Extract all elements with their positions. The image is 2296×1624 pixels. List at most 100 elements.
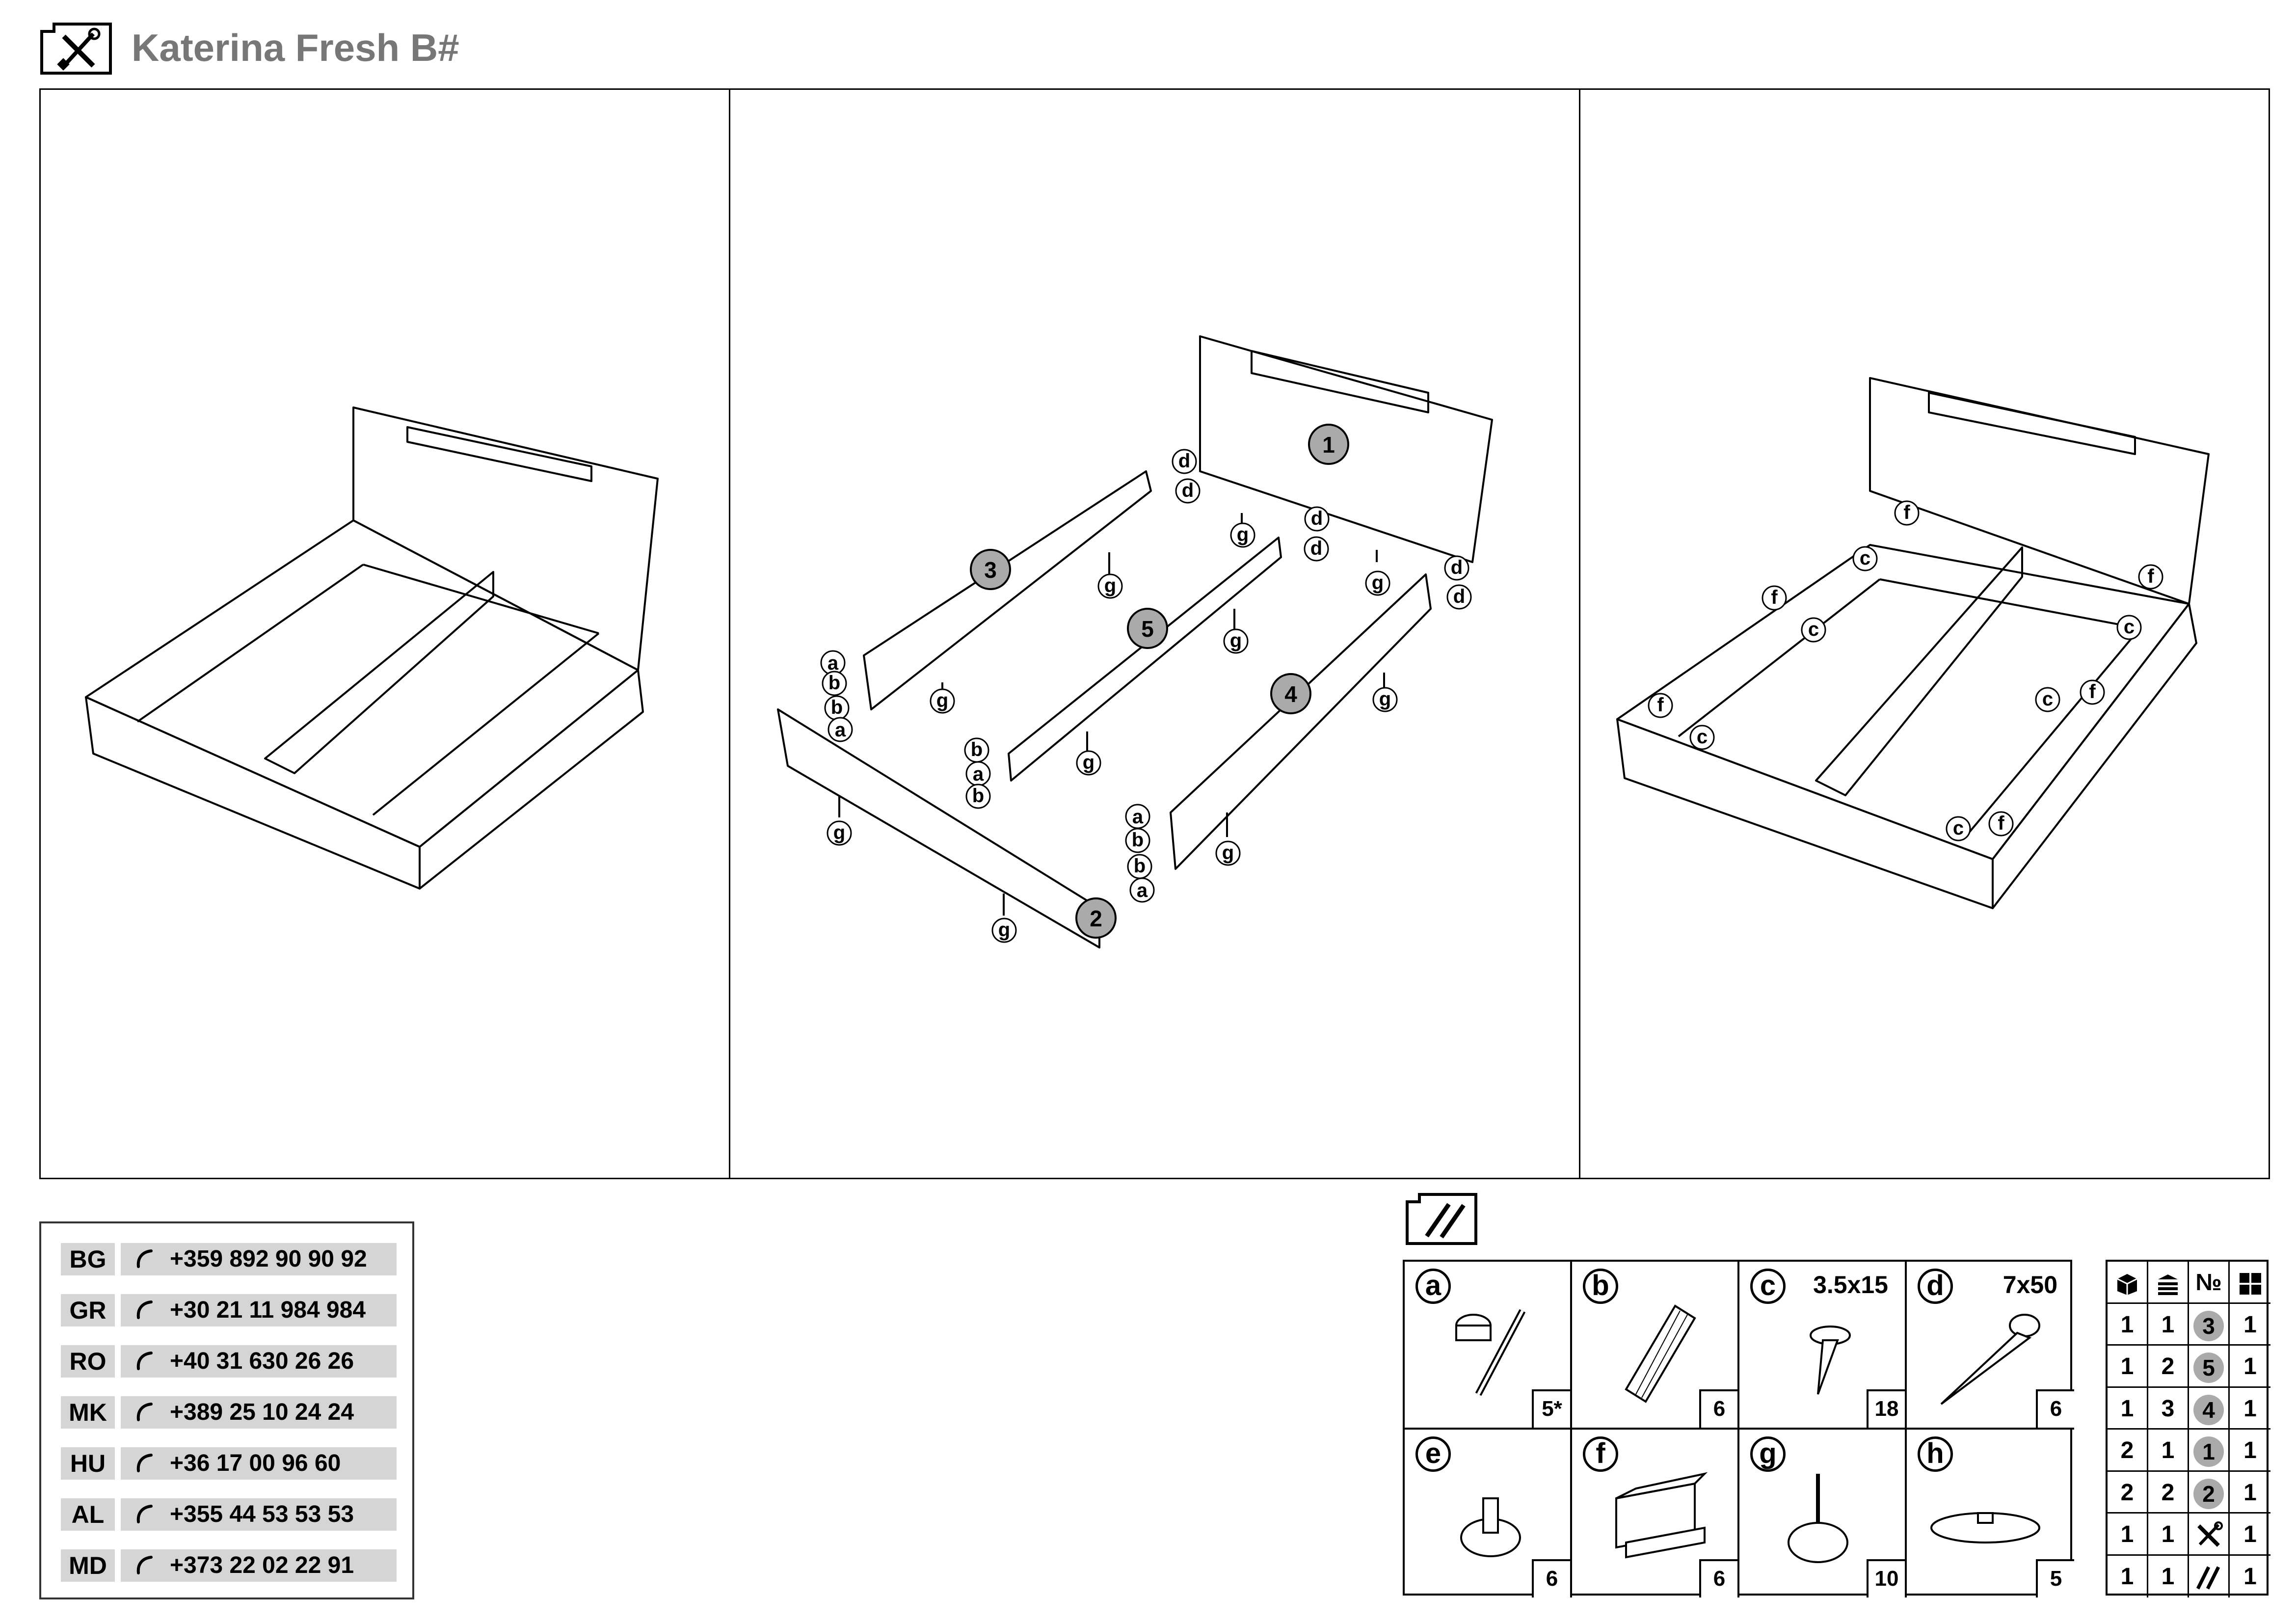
assembly-step-3-panel — [1579, 88, 2270, 1179]
phone-icon — [136, 1300, 153, 1319]
phone-icon — [136, 1454, 153, 1472]
country-code: MK — [61, 1396, 115, 1429]
package-number: 2 — [2108, 1471, 2148, 1514]
hardware-count: 6 — [2036, 1389, 2074, 1428]
part-cell: 1 — [2189, 1430, 2230, 1472]
hardware-letter: e — [1415, 1436, 1451, 1472]
part-cell: 5 — [2189, 1346, 2230, 1388]
hardware-letter: a — [1415, 1269, 1451, 1304]
number-sign: № — [2189, 1262, 2230, 1304]
fitting-label-c: c — [2042, 688, 2053, 710]
part-cell: 4 — [2189, 1387, 2230, 1430]
hardware-letter: c — [1750, 1269, 1786, 1304]
fitting-label-d: d — [1451, 557, 1463, 578]
glide-icon — [1460, 1497, 1521, 1557]
part-number-label: 5 — [1141, 616, 1154, 642]
quantity: 1 — [2230, 1346, 2270, 1388]
package-number: 1 — [2108, 1387, 2148, 1430]
package-number: 1 — [2108, 1303, 2148, 1346]
hardware-item-e: e 6 — [1405, 1430, 1572, 1597]
phone-number: +30 21 11 984 984 — [170, 1297, 366, 1323]
fitting-label-d: d — [1453, 586, 1465, 607]
contact-row: GR +30 21 11 984 984 — [61, 1294, 397, 1326]
tools-icon — [39, 22, 113, 76]
country-code: GR — [61, 1294, 115, 1326]
layer-number: 2 — [2148, 1471, 2189, 1514]
phone-number: +40 31 630 26 26 — [170, 1348, 354, 1374]
contact-row: RO +40 31 630 26 26 — [61, 1345, 397, 1378]
quantity: 1 — [2230, 1304, 2270, 1346]
phone-number: +389 25 10 24 24 — [170, 1399, 354, 1425]
phone-cell: +40 31 630 26 26 — [121, 1345, 397, 1378]
country-code: RO — [61, 1345, 115, 1378]
screw-icon — [1810, 1326, 1851, 1395]
phone-number: +36 17 00 96 60 — [170, 1450, 341, 1476]
fitting-label-b: b — [972, 785, 984, 807]
package-number: 1 — [2108, 1555, 2148, 1597]
dowel-icon — [1625, 1304, 1696, 1403]
part-number: 4 — [2193, 1394, 2224, 1425]
country-code: MD — [61, 1549, 115, 1582]
package-icon — [2108, 1262, 2148, 1304]
fitting-label-d: d — [1178, 450, 1190, 472]
fitting-label-g: g — [1230, 630, 1242, 651]
part-number: 1 — [2193, 1436, 2224, 1467]
fitting-label-f: f — [2147, 566, 2154, 587]
quantity: 1 — [2230, 1430, 2270, 1472]
packing-table: № 1 1 3 1 1 2 5 1 1 3 4 1 2 1 1 1 2 2 2 … — [2106, 1260, 2270, 1597]
quantity: 1 — [2243, 1563, 2257, 1590]
fitting-label-f: f — [1998, 812, 2004, 834]
hardware-letter: f — [1583, 1436, 1618, 1472]
fitting-label-c: c — [1860, 547, 1870, 569]
layer-number: 1 — [2148, 1555, 2189, 1597]
fitting-label-g: g — [936, 690, 948, 711]
hardware-count: 18 — [1867, 1389, 1905, 1428]
fitting-label-c: c — [1953, 817, 1964, 839]
fitting-label-b: b — [1134, 855, 1146, 877]
fitting-label-g: g — [833, 822, 845, 843]
fitting-label-f: f — [1771, 587, 1778, 608]
phone-number: +359 892 90 90 92 — [170, 1246, 367, 1272]
fitting-label-c: c — [2124, 616, 2135, 638]
part-number: 5 — [2193, 1353, 2224, 1383]
part-number-label: 3 — [984, 557, 997, 583]
phone-icon — [136, 1403, 153, 1421]
fitting-label-a: a — [1137, 880, 1148, 901]
phone-icon — [136, 1505, 153, 1523]
phone-icon — [136, 1352, 153, 1370]
cam-lock-icon — [1455, 1309, 1526, 1396]
part-cell: 3 — [2189, 1303, 2230, 1346]
fitting-label-c: c — [1808, 619, 1819, 640]
package-number: 1 — [2108, 1514, 2148, 1556]
grid-icon — [2230, 1262, 2270, 1304]
hardware-letter: d — [1918, 1269, 1953, 1304]
phone-number: +373 22 02 22 91 — [170, 1552, 354, 1578]
hardware-letter: g — [1750, 1436, 1786, 1472]
layer-number: 1 — [2148, 1430, 2189, 1472]
hardware-item-f: f 6 — [1572, 1430, 1739, 1597]
phone-cell: +36 17 00 96 60 — [121, 1447, 397, 1480]
hardware-item-a: a 5* — [1405, 1262, 1572, 1430]
quantity: 1 — [2230, 1472, 2270, 1514]
hardware-icon — [2189, 1555, 2230, 1597]
part-number-label: 1 — [1322, 432, 1335, 458]
bracket-icon — [1615, 1472, 1708, 1559]
country-code: BG — [61, 1243, 115, 1275]
fitting-label-f: f — [1903, 502, 1910, 523]
hardware-size: 3.5x15 — [1813, 1271, 1888, 1299]
fitting-label-a: a — [828, 652, 839, 674]
part-number-label: 2 — [1090, 906, 1102, 931]
fitting-label-g: g — [1237, 524, 1249, 545]
hardware-item-d: d 7x50 6 — [1907, 1262, 2074, 1430]
phone-number: +355 44 53 53 53 — [170, 1501, 354, 1527]
phone-cell: +30 21 11 984 984 — [121, 1294, 397, 1326]
tools-icon — [2189, 1514, 2230, 1556]
package-number: 2 — [2108, 1430, 2148, 1472]
hardware-item-b: b 6 — [1572, 1262, 1739, 1430]
part-cell: 2 — [2189, 1471, 2230, 1514]
hardware-item-c: c 3.5x15 18 — [1739, 1262, 1907, 1430]
country-code: AL — [61, 1498, 115, 1531]
fitting-label-g: g — [1222, 842, 1234, 864]
